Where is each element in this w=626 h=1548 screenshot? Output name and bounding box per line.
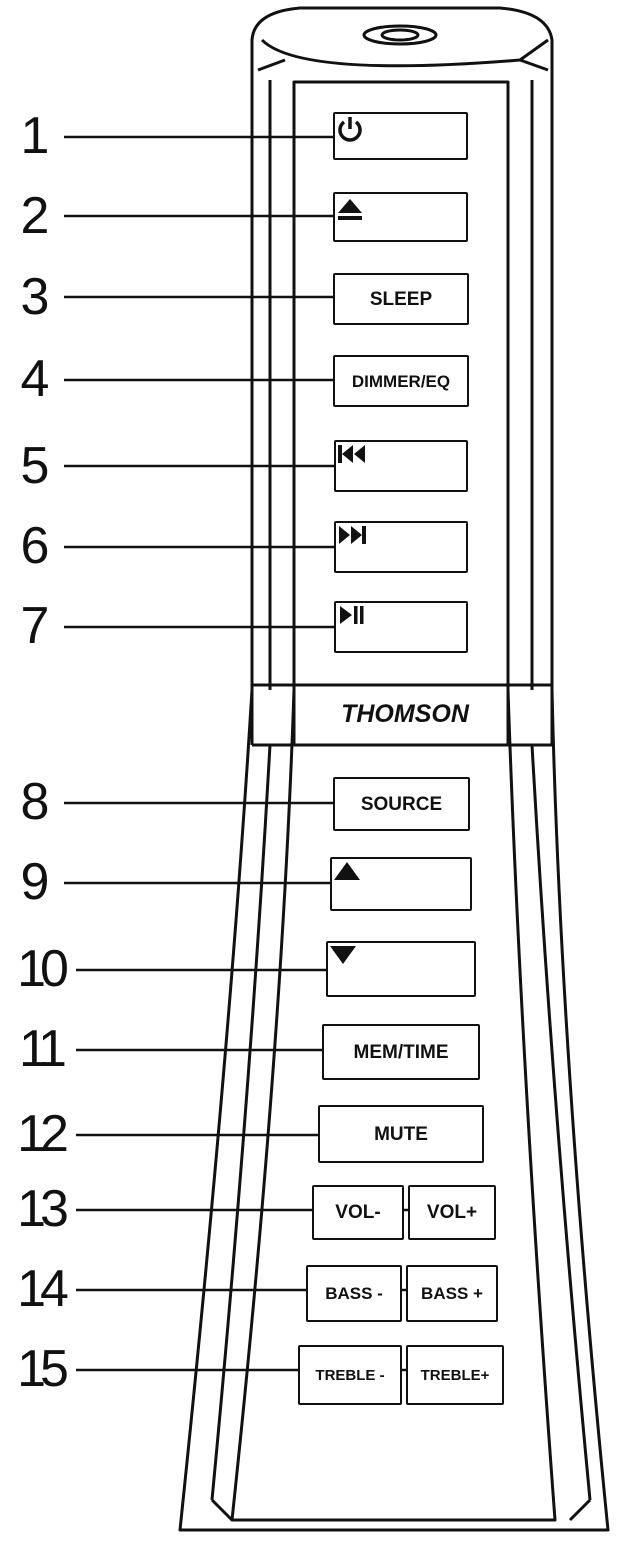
source-label: SOURCE <box>360 793 443 815</box>
play-pause-icon <box>340 606 364 624</box>
callout-2: 2 <box>20 187 50 245</box>
callout-3: 3 <box>20 268 50 326</box>
vol-plus-label: VOL+ <box>426 1202 478 1223</box>
treble-plus-button[interactable]: TREBLE+ <box>406 1345 504 1405</box>
skip-next-icon <box>339 526 366 544</box>
callout-5: 5 <box>20 437 50 495</box>
sleep-button[interactable]: SLEEP <box>333 273 469 325</box>
callout-14: 14 <box>17 1260 69 1318</box>
callout-11: 11 <box>19 1020 67 1078</box>
callout-6: 6 <box>20 517 50 575</box>
up-button[interactable] <box>330 857 472 911</box>
next-button[interactable] <box>334 521 468 573</box>
callout-9: 9 <box>20 853 50 911</box>
vol-minus-button[interactable]: VOL- <box>312 1185 404 1240</box>
brand-logo: THOMSON <box>341 700 469 728</box>
callout-1: 1 <box>20 107 50 165</box>
callout-12: 12 <box>17 1105 69 1163</box>
treble-minus-label: TREBLE - <box>315 1366 385 1384</box>
callout-10: 10 <box>17 940 69 998</box>
dimmer-eq-button[interactable]: DIMMER/EQ <box>333 355 469 407</box>
power-icon <box>338 117 362 142</box>
bass-plus-label: BASS + <box>421 1284 483 1303</box>
skip-previous-icon <box>338 445 365 463</box>
down-button[interactable] <box>326 941 476 997</box>
callout-4: 4 <box>20 350 50 408</box>
arrow-up-icon <box>334 862 360 880</box>
arrow-down-icon <box>330 946 356 964</box>
bass-plus-button[interactable]: BASS + <box>406 1265 498 1322</box>
callout-13: 13 <box>17 1180 69 1238</box>
dimmer-eq-label: DIMMER/EQ <box>351 371 451 391</box>
mute-button[interactable]: MUTE <box>318 1105 484 1163</box>
bass-minus-button[interactable]: BASS - <box>306 1265 402 1322</box>
callout-8: 8 <box>20 773 50 831</box>
play-pause-button[interactable] <box>334 601 468 653</box>
vol-plus-button[interactable]: VOL+ <box>408 1185 496 1240</box>
previous-button[interactable] <box>334 440 468 492</box>
mem-time-button[interactable]: MEM/TIME <box>322 1024 480 1080</box>
treble-plus-label: TREBLE+ <box>420 1366 490 1384</box>
mute-label: MUTE <box>374 1123 428 1145</box>
sleep-label: SLEEP <box>369 288 433 310</box>
callout-7: 7 <box>20 597 50 655</box>
bass-minus-label: BASS - <box>325 1284 383 1303</box>
power-button[interactable] <box>333 112 468 160</box>
mem-time-label: MEM/TIME <box>353 1041 449 1063</box>
source-button[interactable]: SOURCE <box>333 777 470 831</box>
treble-minus-button[interactable]: TREBLE - <box>298 1345 402 1405</box>
eject-button[interactable] <box>333 192 468 242</box>
vol-minus-label: VOL- <box>335 1202 381 1223</box>
callout-15: 15 <box>17 1340 69 1398</box>
eject-icon <box>338 199 362 220</box>
